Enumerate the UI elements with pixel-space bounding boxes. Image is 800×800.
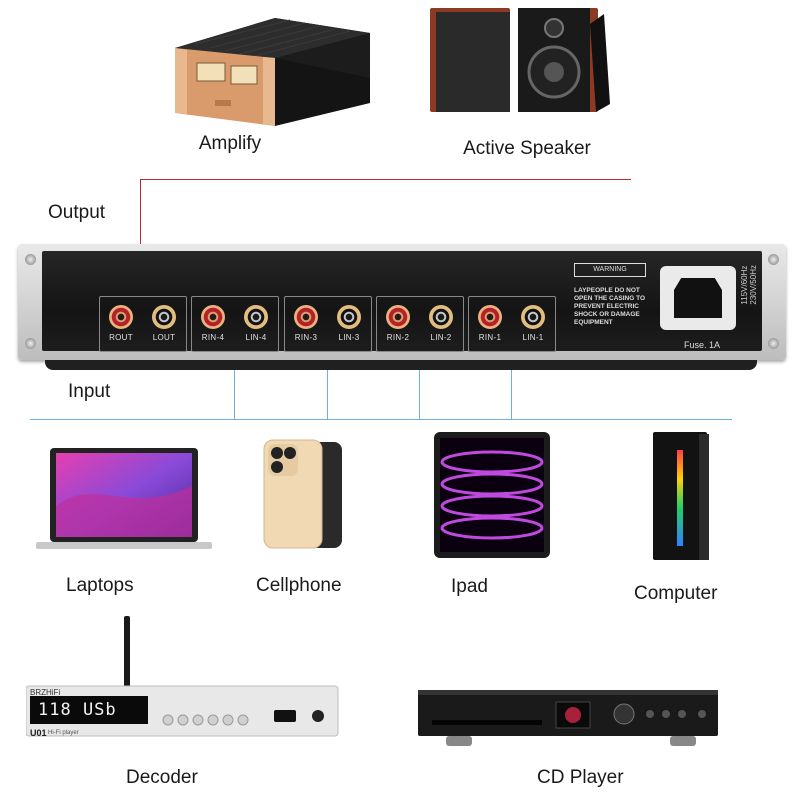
rca-jack-red[interactable] <box>478 305 502 329</box>
input-line-vertical <box>327 370 328 420</box>
jack-group-input-1: RIN-1 LIN-1 <box>468 296 556 352</box>
decoder-image <box>26 612 342 740</box>
jack-label: ROUT <box>109 333 133 342</box>
voltage-2: 230V/50Hz <box>749 265 758 305</box>
screw-icon <box>25 254 36 265</box>
fuse-label: Fuse. 1A <box>684 340 721 350</box>
active-speaker-image <box>428 4 614 116</box>
cellphone-label: Cellphone <box>256 575 342 596</box>
jack-group-output: ROUT LOUT <box>99 296 187 352</box>
rca-jack-red[interactable] <box>109 305 133 329</box>
jack-label: RIN-3 <box>294 333 318 342</box>
input-line-vertical <box>511 370 512 420</box>
output-line-horizontal <box>140 179 631 180</box>
jack-label: RIN-2 <box>386 333 410 342</box>
amplify-label: Amplify <box>198 133 262 154</box>
active-speaker-label: Active Speaker <box>463 138 591 159</box>
decoder-label: Decoder <box>126 767 198 788</box>
cd-player-image <box>418 684 720 750</box>
computer-label: Computer <box>634 583 718 604</box>
laptops-label: Laptops <box>66 575 134 596</box>
output-line-vertical <box>140 179 141 297</box>
warning-text: LAYPEOPLE DO NOT OPEN THE CASING TO PREV… <box>574 287 646 326</box>
warning-label: WARNING LAYPEOPLE DO NOT OPEN THE CASING… <box>574 263 652 349</box>
jack-label: LIN-1 <box>522 333 544 342</box>
rca-jack-white[interactable] <box>152 305 176 329</box>
ipad-label: Ipad <box>451 576 488 597</box>
jack-label: LOUT <box>152 333 176 342</box>
output-label: Output <box>48 202 106 223</box>
input-line-vertical <box>419 370 420 420</box>
panel-face <box>42 251 762 351</box>
rca-jack-red[interactable] <box>201 305 225 329</box>
amplifier-image <box>165 8 375 130</box>
rca-jack-white[interactable] <box>521 305 545 329</box>
cellphone-image <box>262 438 346 550</box>
screw-icon <box>768 338 779 349</box>
input-label: Input <box>68 381 111 402</box>
panel-foot <box>45 360 757 370</box>
warning-header: WARNING <box>574 263 646 277</box>
rca-jack-red[interactable] <box>386 305 410 329</box>
cd-player-label: CD Player <box>537 767 624 788</box>
ipad-image <box>434 432 550 558</box>
rca-jack-white[interactable] <box>244 305 268 329</box>
decoder-brand: BRZHiFi <box>30 688 61 697</box>
input-line-vertical <box>234 370 235 420</box>
voltage-1: 115V/60Hz <box>740 265 749 305</box>
laptop-image <box>34 446 214 552</box>
switcher-rear-panel <box>18 244 786 360</box>
jack-group-input-3: RIN-3 LIN-3 <box>284 296 372 352</box>
jack-label: LIN-4 <box>245 333 267 342</box>
screw-icon <box>768 254 779 265</box>
rca-jack-white[interactable] <box>337 305 361 329</box>
computer-image <box>653 432 713 562</box>
jack-label: LIN-2 <box>430 333 452 342</box>
jack-label: RIN-4 <box>201 333 225 342</box>
jack-label: LIN-3 <box>338 333 360 342</box>
jack-group-input-4: RIN-4 LIN-4 <box>191 296 279 352</box>
decoder-display: 118 USb <box>38 700 117 720</box>
screw-icon <box>25 338 36 349</box>
power-socket[interactable] <box>660 266 736 330</box>
rca-jack-red[interactable] <box>294 305 318 329</box>
rca-jack-white[interactable] <box>429 305 453 329</box>
decoder-model: U01 <box>30 728 47 738</box>
input-line-horizontal <box>30 419 732 420</box>
jack-label: RIN-1 <box>478 333 502 342</box>
jack-group-input-2: RIN-2 LIN-2 <box>376 296 464 352</box>
decoder-model-sub: Hi-Fi player <box>48 730 79 736</box>
